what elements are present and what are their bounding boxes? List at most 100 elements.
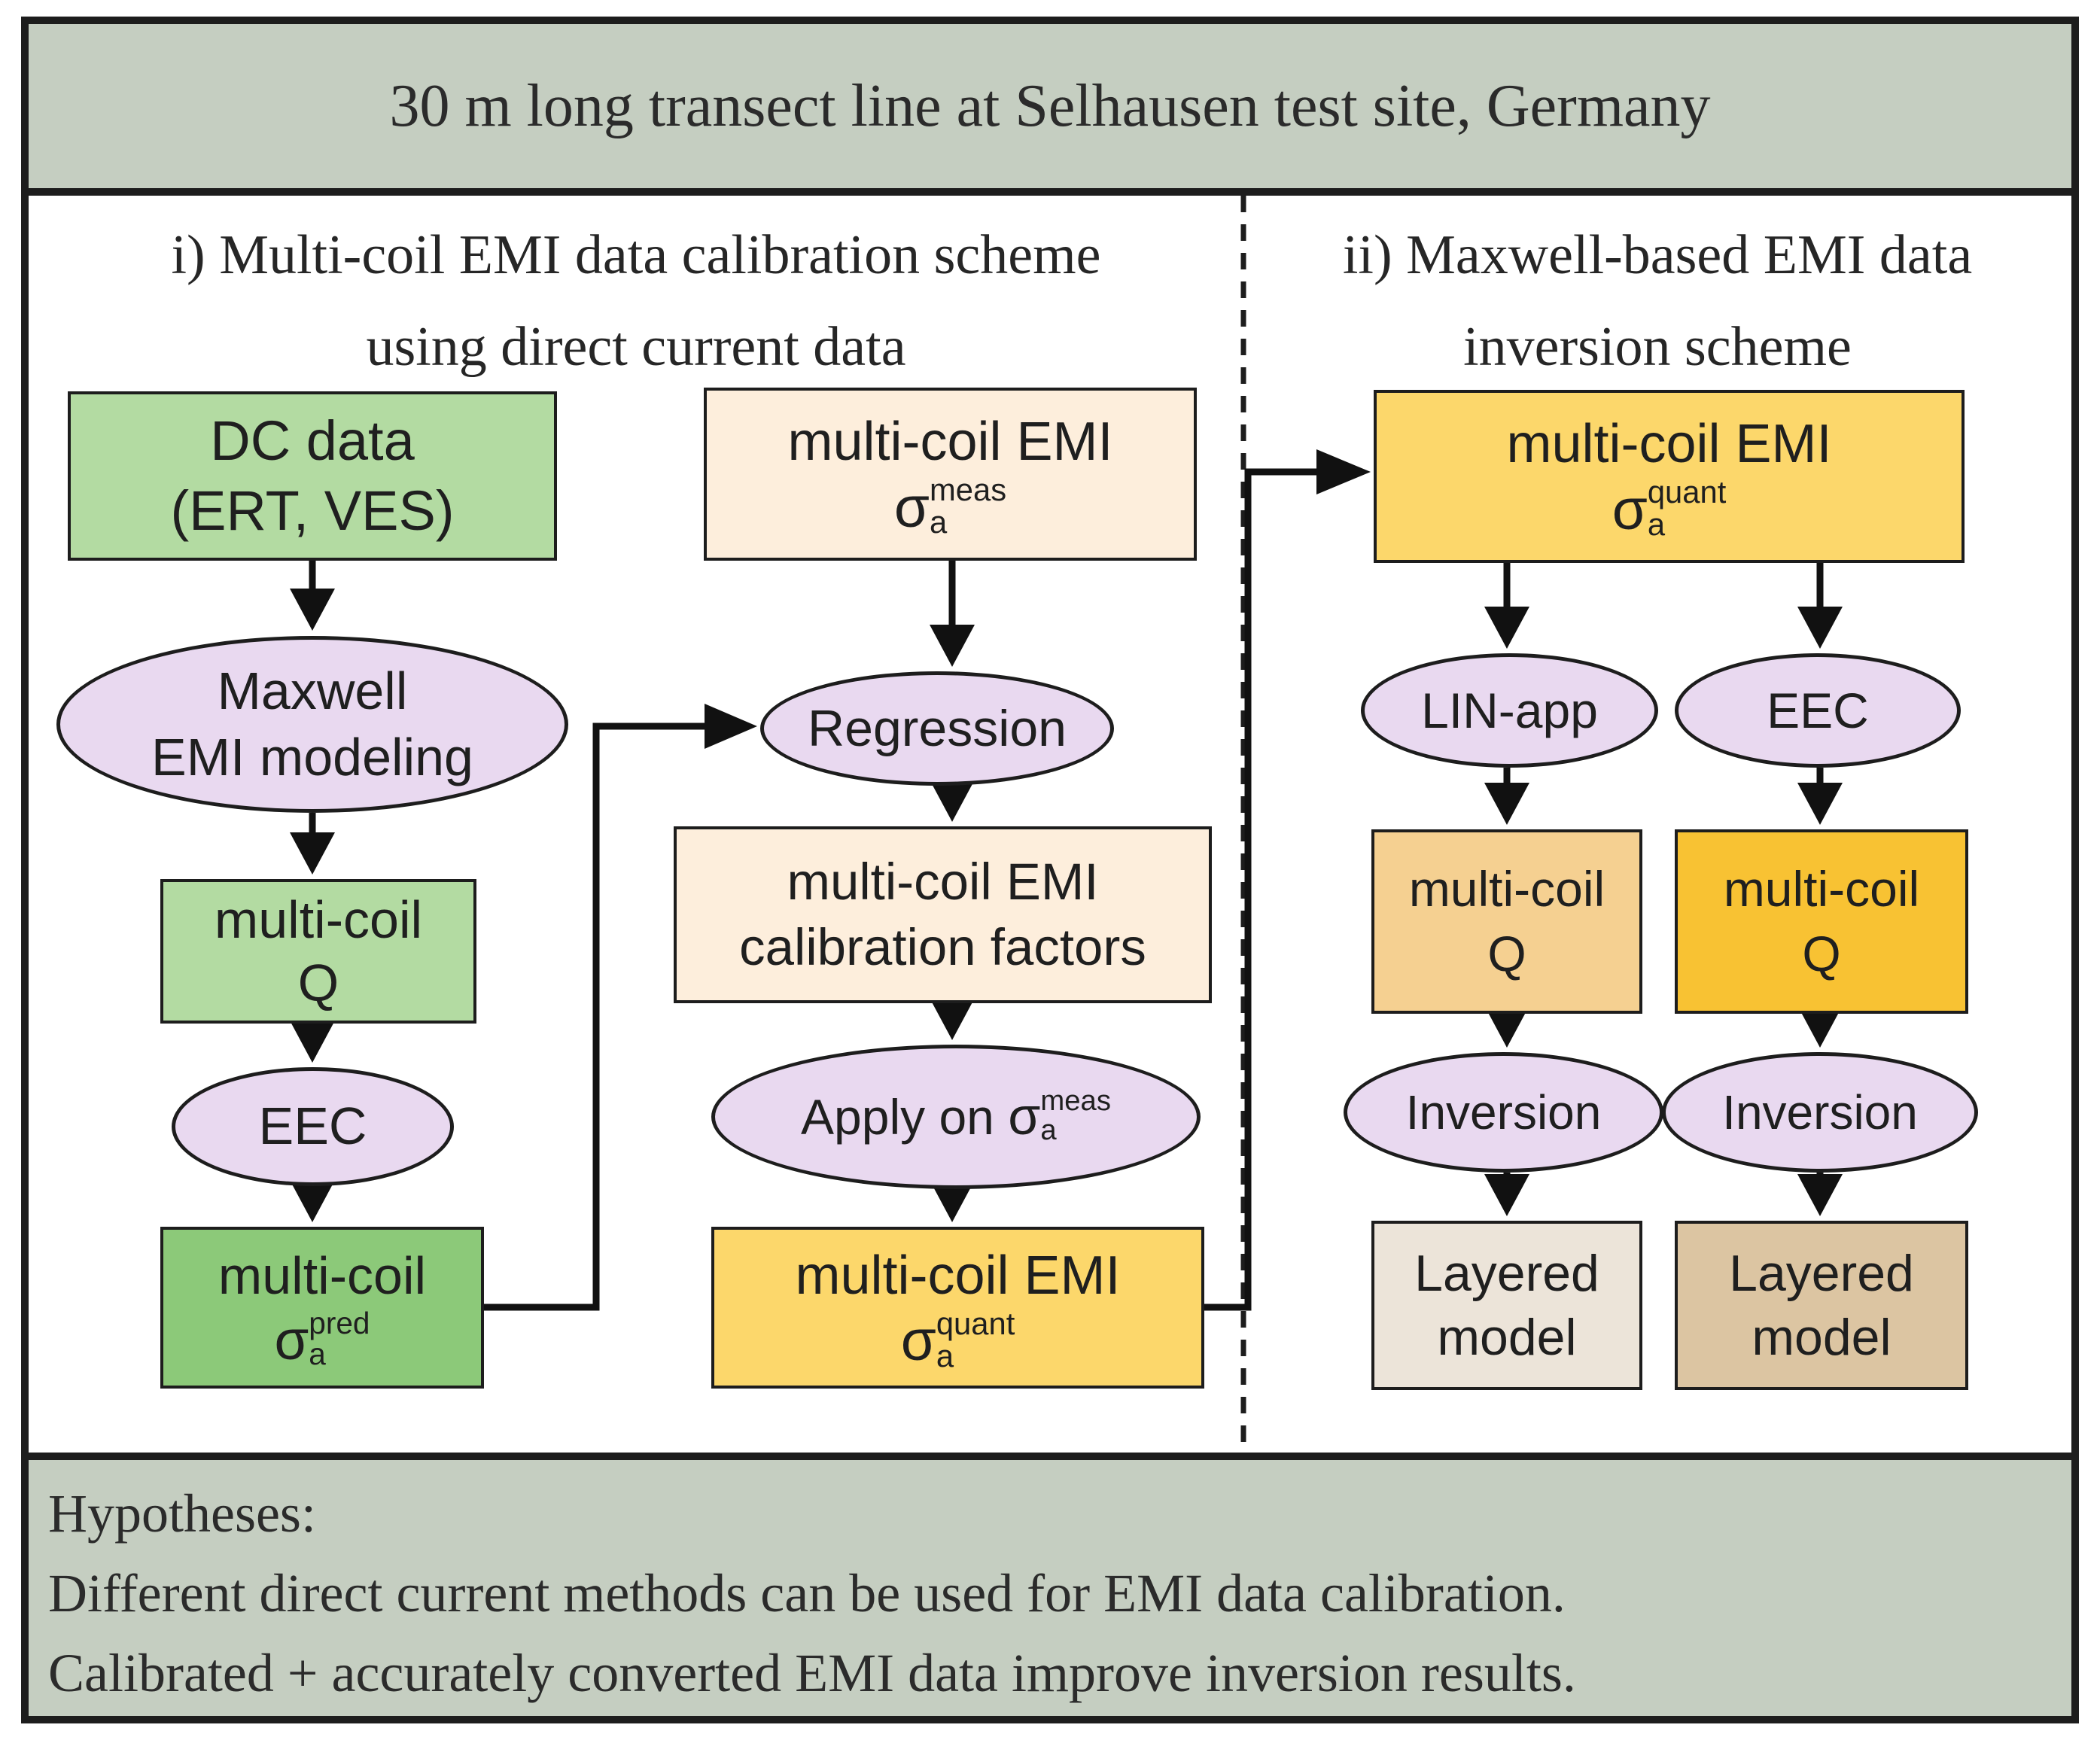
node-eec-right: EEC xyxy=(1675,653,1961,768)
node-inversion-lin: Inversion xyxy=(1344,1052,1663,1173)
node-eec-left-label: EEC xyxy=(258,1097,367,1156)
connector-pred-to-regression xyxy=(484,722,708,1311)
apply-on-prefix: Apply on xyxy=(801,1088,1009,1145)
node-sigma-quant-right-line1: multi-coil EMI xyxy=(1506,414,1832,475)
node-multicoil-q-lin: multi-coil Q xyxy=(1371,829,1642,1014)
node-sigma-pred-line1: multi-coil xyxy=(218,1246,427,1306)
node-sigma-meas-line1: multi-coil EMI xyxy=(787,412,1113,473)
node-eec-left: EEC xyxy=(172,1067,454,1186)
arrowhead-quant-to-rquant xyxy=(1316,449,1371,494)
sigma-subscript: a xyxy=(1040,1114,1057,1146)
node-multicoil-q-eec: multi-coil Q xyxy=(1675,829,1968,1014)
node-layered-model-eec-line2: model xyxy=(1752,1308,1892,1366)
node-eec-right-label: EEC xyxy=(1767,682,1869,738)
arrowhead-qlin-to-inversion xyxy=(1484,1005,1529,1048)
node-calibration-factors: multi-coil EMI calibration factors xyxy=(674,826,1212,1003)
node-calibration-factors-line2: calibration factors xyxy=(739,917,1146,976)
connector-quant-to-rquant xyxy=(1204,468,1318,1311)
node-calibration-factors-line1: multi-coil EMI xyxy=(787,853,1099,911)
hypothesis-2: Calibrated + accurately converted EMI da… xyxy=(48,1643,1576,1703)
hypotheses-heading: Hypotheses: xyxy=(48,1483,316,1544)
outer-frame: 30 m long transect line at Selhausen tes… xyxy=(21,17,2079,1723)
node-dc-data-line2: (ERT, VES) xyxy=(170,479,455,542)
header-band: 30 m long transect line at Selhausen tes… xyxy=(29,24,2071,196)
sigma-subscript: a xyxy=(930,504,948,540)
sigma-subscript: a xyxy=(936,1337,954,1373)
node-multicoil-q-left: multi-coil Q xyxy=(160,879,476,1024)
node-inversion-lin-label: Inversion xyxy=(1405,1085,1602,1139)
sigma-subscript: a xyxy=(309,1337,326,1372)
node-dc-data: DC data (ERT, VES) xyxy=(68,391,557,561)
node-regression: Regression xyxy=(760,671,1114,786)
arrowhead-qeec-to-inversion xyxy=(1797,1005,1843,1048)
node-multicoil-q-left-line2: Q xyxy=(297,954,339,1012)
sigma-symbol: σ xyxy=(893,475,930,540)
arrowhead-maxwell-to-q xyxy=(290,832,335,875)
section-ii-title: ii) Maxwell-based EMI data inversion sch… xyxy=(1243,209,2071,393)
sigma-superscript: quant xyxy=(1647,474,1727,510)
node-regression-label: Regression xyxy=(808,699,1067,757)
arrowhead-meas-to-regression xyxy=(930,625,975,667)
arrowhead-inversion-to-layered-lin xyxy=(1484,1174,1529,1216)
node-lin-app-label: LIN-app xyxy=(1421,682,1598,738)
sigma-symbol: σ xyxy=(1008,1087,1041,1146)
main-area: i) Multi-coil EMI data calibration schem… xyxy=(29,196,2071,1453)
arrowhead-eec-to-q xyxy=(1797,783,1843,825)
arrowhead-pred-to-regression xyxy=(705,704,757,749)
node-inversion-eec-label: Inversion xyxy=(1722,1085,1918,1139)
node-layered-model-eec: Layered model xyxy=(1675,1221,1968,1390)
node-sigma-quant-mid-line1: multi-coil EMI xyxy=(795,1245,1121,1306)
section-i-title-line1: i) Multi-coil EMI data calibration schem… xyxy=(171,224,1101,286)
node-maxwell-line1: Maxwell xyxy=(217,662,408,720)
arrowhead-regression-to-factors xyxy=(930,780,975,822)
node-multicoil-q-lin-line2: Q xyxy=(1487,925,1526,981)
section-i-title: i) Multi-coil EMI data calibration schem… xyxy=(29,209,1243,393)
arrowhead-q-to-eec xyxy=(290,1021,335,1063)
sigma-superscript: meas xyxy=(1040,1084,1111,1117)
node-maxwell-emi-modeling: Maxwell EMI modeling xyxy=(56,636,568,813)
arrowhead-apply-to-quant xyxy=(930,1180,975,1222)
section-ii-title-line2: inversion scheme xyxy=(1463,316,1852,378)
arrowhead-dc-to-maxwell xyxy=(290,589,335,631)
sigma-symbol: σ xyxy=(274,1309,309,1372)
sigma-symbol: σ xyxy=(900,1309,936,1373)
connector-layer xyxy=(290,196,1843,1453)
node-layered-model-eec-line1: Layered xyxy=(1729,1244,1914,1302)
node-maxwell-line2: EMI modeling xyxy=(151,727,473,786)
node-multicoil-q-eec-line2: Q xyxy=(1802,925,1841,981)
arrowhead-linapp-to-q xyxy=(1484,783,1529,825)
node-layered-model-lin-line2: model xyxy=(1437,1308,1577,1366)
sigma-subscript: a xyxy=(1647,506,1666,542)
figure-title: 30 m long transect line at Selhausen tes… xyxy=(389,72,1711,139)
node-layered-model-lin: Layered model xyxy=(1371,1221,1642,1390)
node-layered-model-lin-line1: Layered xyxy=(1414,1244,1599,1302)
node-lin-app: LIN-app xyxy=(1361,653,1658,768)
arrowhead-factors-to-apply xyxy=(930,998,975,1040)
hypothesis-1: Different direct current methods can be … xyxy=(48,1563,1566,1623)
node-dc-data-line1: DC data xyxy=(210,409,415,472)
section-ii-title-line1: ii) Maxwell-based EMI data xyxy=(1342,224,1973,286)
arrowhead-rquant-to-linapp xyxy=(1484,607,1529,649)
node-multicoil-q-lin-line1: multi-coil xyxy=(1408,860,1605,917)
sigma-superscript: meas xyxy=(930,472,1007,508)
footer-band: Hypotheses: Different direct current met… xyxy=(29,1453,2071,1716)
node-multicoil-q-eec-line1: multi-coil xyxy=(1723,860,1920,917)
arrowhead-inversion-to-layered-eec xyxy=(1797,1174,1843,1216)
sigma-superscript: pred xyxy=(309,1305,370,1340)
node-inversion-eec: Inversion xyxy=(1662,1052,1978,1173)
arrowhead-eec-to-pred xyxy=(290,1180,335,1222)
node-multicoil-q-left-line1: multi-coil xyxy=(214,890,423,949)
section-i-title-line2: using direct current data xyxy=(366,316,906,378)
sigma-superscript: quant xyxy=(936,1305,1015,1341)
arrowhead-rquant-to-eec xyxy=(1797,607,1843,649)
